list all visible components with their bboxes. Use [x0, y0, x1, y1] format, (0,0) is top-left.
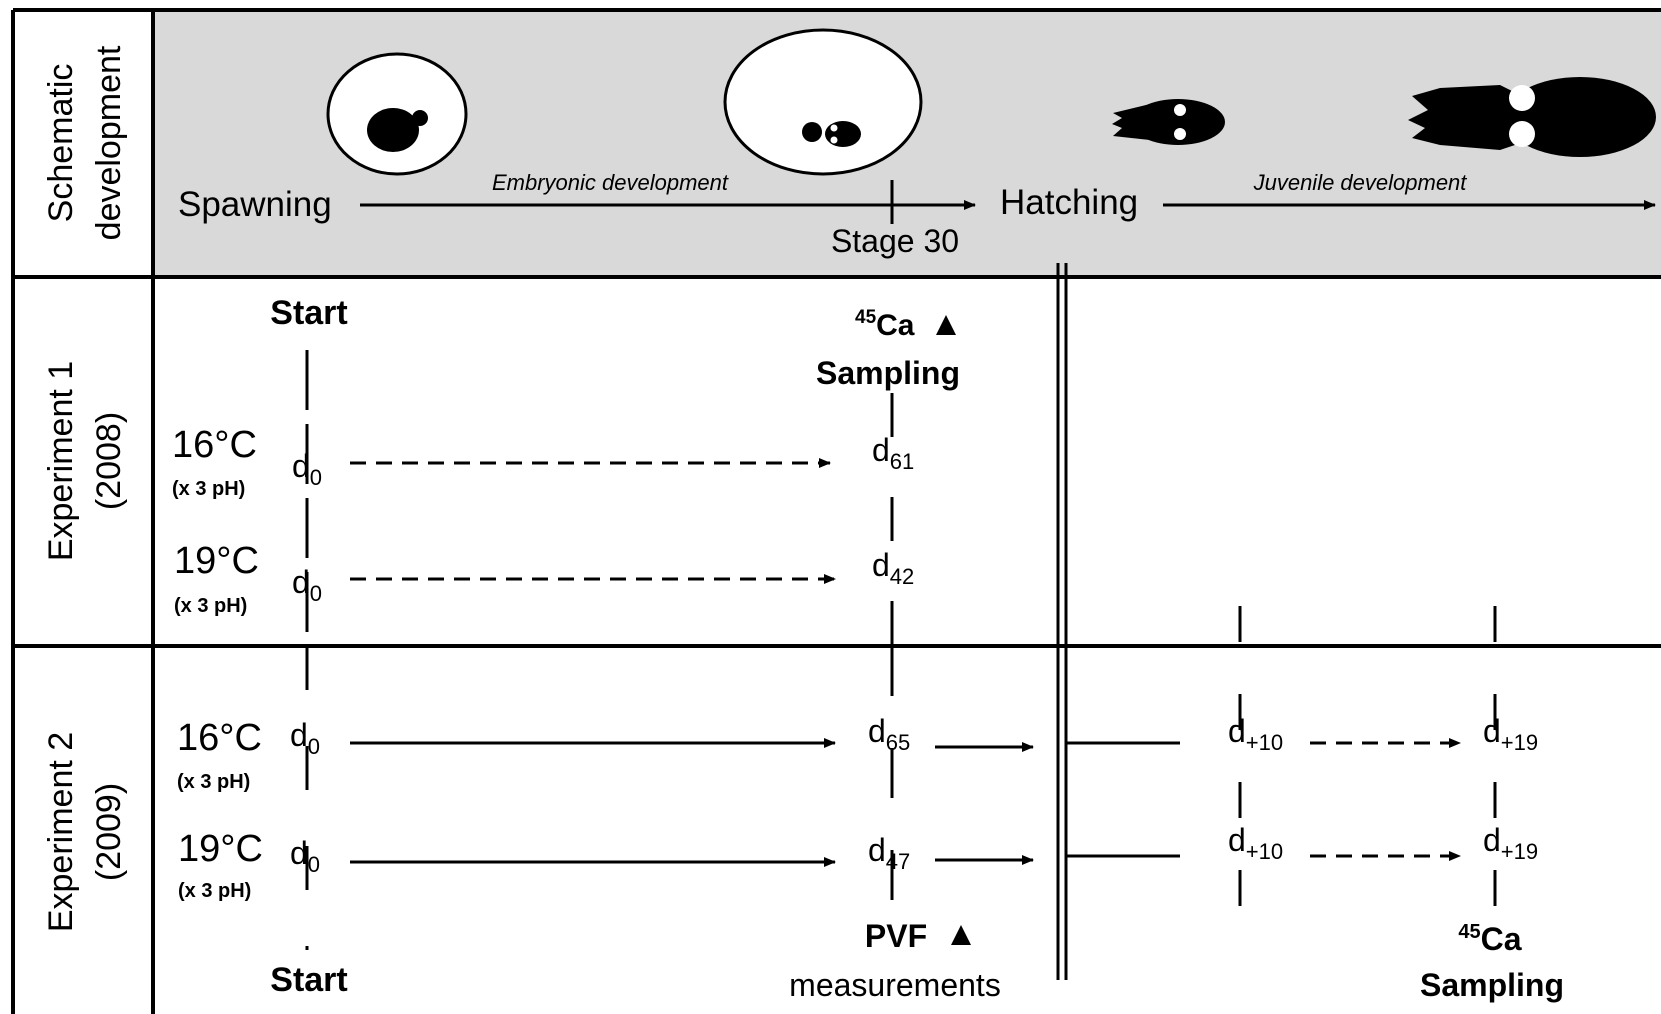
exp1-45ca-label: 45Ca [855, 307, 915, 342]
row-label-exp1-line1: Experiment 1 [42, 361, 80, 561]
label-stage-30: Stage 30 [831, 223, 959, 259]
exp1-start-label: Start [270, 294, 347, 332]
exp2-pvf-label: PVF [865, 918, 927, 954]
exp1-d0-19: d0 [292, 564, 322, 606]
row-label-schematic: Schematic development [42, 45, 128, 240]
exp2-pvf-triangle-icon [951, 925, 971, 945]
table-frame [11, 8, 1661, 1014]
exp2-sampling-label: Sampling [1420, 967, 1564, 1003]
row-label-schematic-line1: Schematic [42, 64, 80, 223]
exp2-temp-19: 19°C [178, 828, 263, 870]
exp1-sampling-label: Sampling [816, 355, 960, 391]
exp2-d10-16: d+10 [1228, 713, 1283, 755]
exp2-d19-19: d+19 [1483, 822, 1538, 864]
row-label-exp2-line1: Experiment 2 [42, 732, 80, 932]
exp2-d65: d65 [868, 713, 910, 755]
exp1-d42: d42 [872, 547, 914, 589]
exp2-45ca-label: 45Ca [1458, 921, 1521, 957]
exp2-ph-16: (x 3 pH) [177, 771, 250, 793]
exp1-ph-19: (x 3 pH) [174, 595, 247, 617]
exp1-d61: d61 [872, 432, 914, 474]
row-label-exp1-line2: (2008) [90, 412, 128, 510]
hatching-divider [1056, 263, 1068, 980]
exp1-temp-16: 16°C [172, 424, 257, 466]
label-embryonic-development: Embryonic development [492, 170, 729, 195]
label-juvenile-development: Juvenile development [1253, 170, 1468, 195]
exp2-measurements-label: measurements [789, 967, 1001, 1003]
egg-late-icon [723, 28, 923, 176]
juvenile-icon [1408, 77, 1656, 157]
exp2-d0-19: d0 [290, 835, 320, 877]
row-label-exp2-line2: (2009) [90, 783, 128, 881]
exp2-d0-16: d0 [290, 717, 320, 759]
exp2-temp-16: 16°C [177, 717, 262, 759]
row-label-experiment-1: Experiment 1 (2008) [42, 361, 128, 561]
hatchling-icon [1112, 99, 1225, 145]
row-label-experiment-2: Experiment 2 (2009) [42, 732, 128, 932]
exp1-ph-16: (x 3 pH) [172, 478, 245, 500]
exp2-start-label: Start [270, 961, 347, 999]
egg-early-icon [326, 52, 468, 176]
exp1-d0-16: d0 [292, 448, 322, 490]
exp1-temp-19: 19°C [174, 540, 259, 582]
label-hatching: Hatching [1000, 183, 1138, 222]
exp2-d47: d47 [868, 832, 910, 874]
exp2-ph-19: (x 3 pH) [178, 880, 251, 902]
row-label-schematic-line2: development [90, 45, 128, 240]
label-spawning: Spawning [178, 185, 332, 224]
exp2-d10-19: d+10 [1228, 822, 1283, 864]
exp2-d19-16: d+19 [1483, 713, 1538, 755]
exp1-45ca-triangle-icon [936, 315, 956, 335]
